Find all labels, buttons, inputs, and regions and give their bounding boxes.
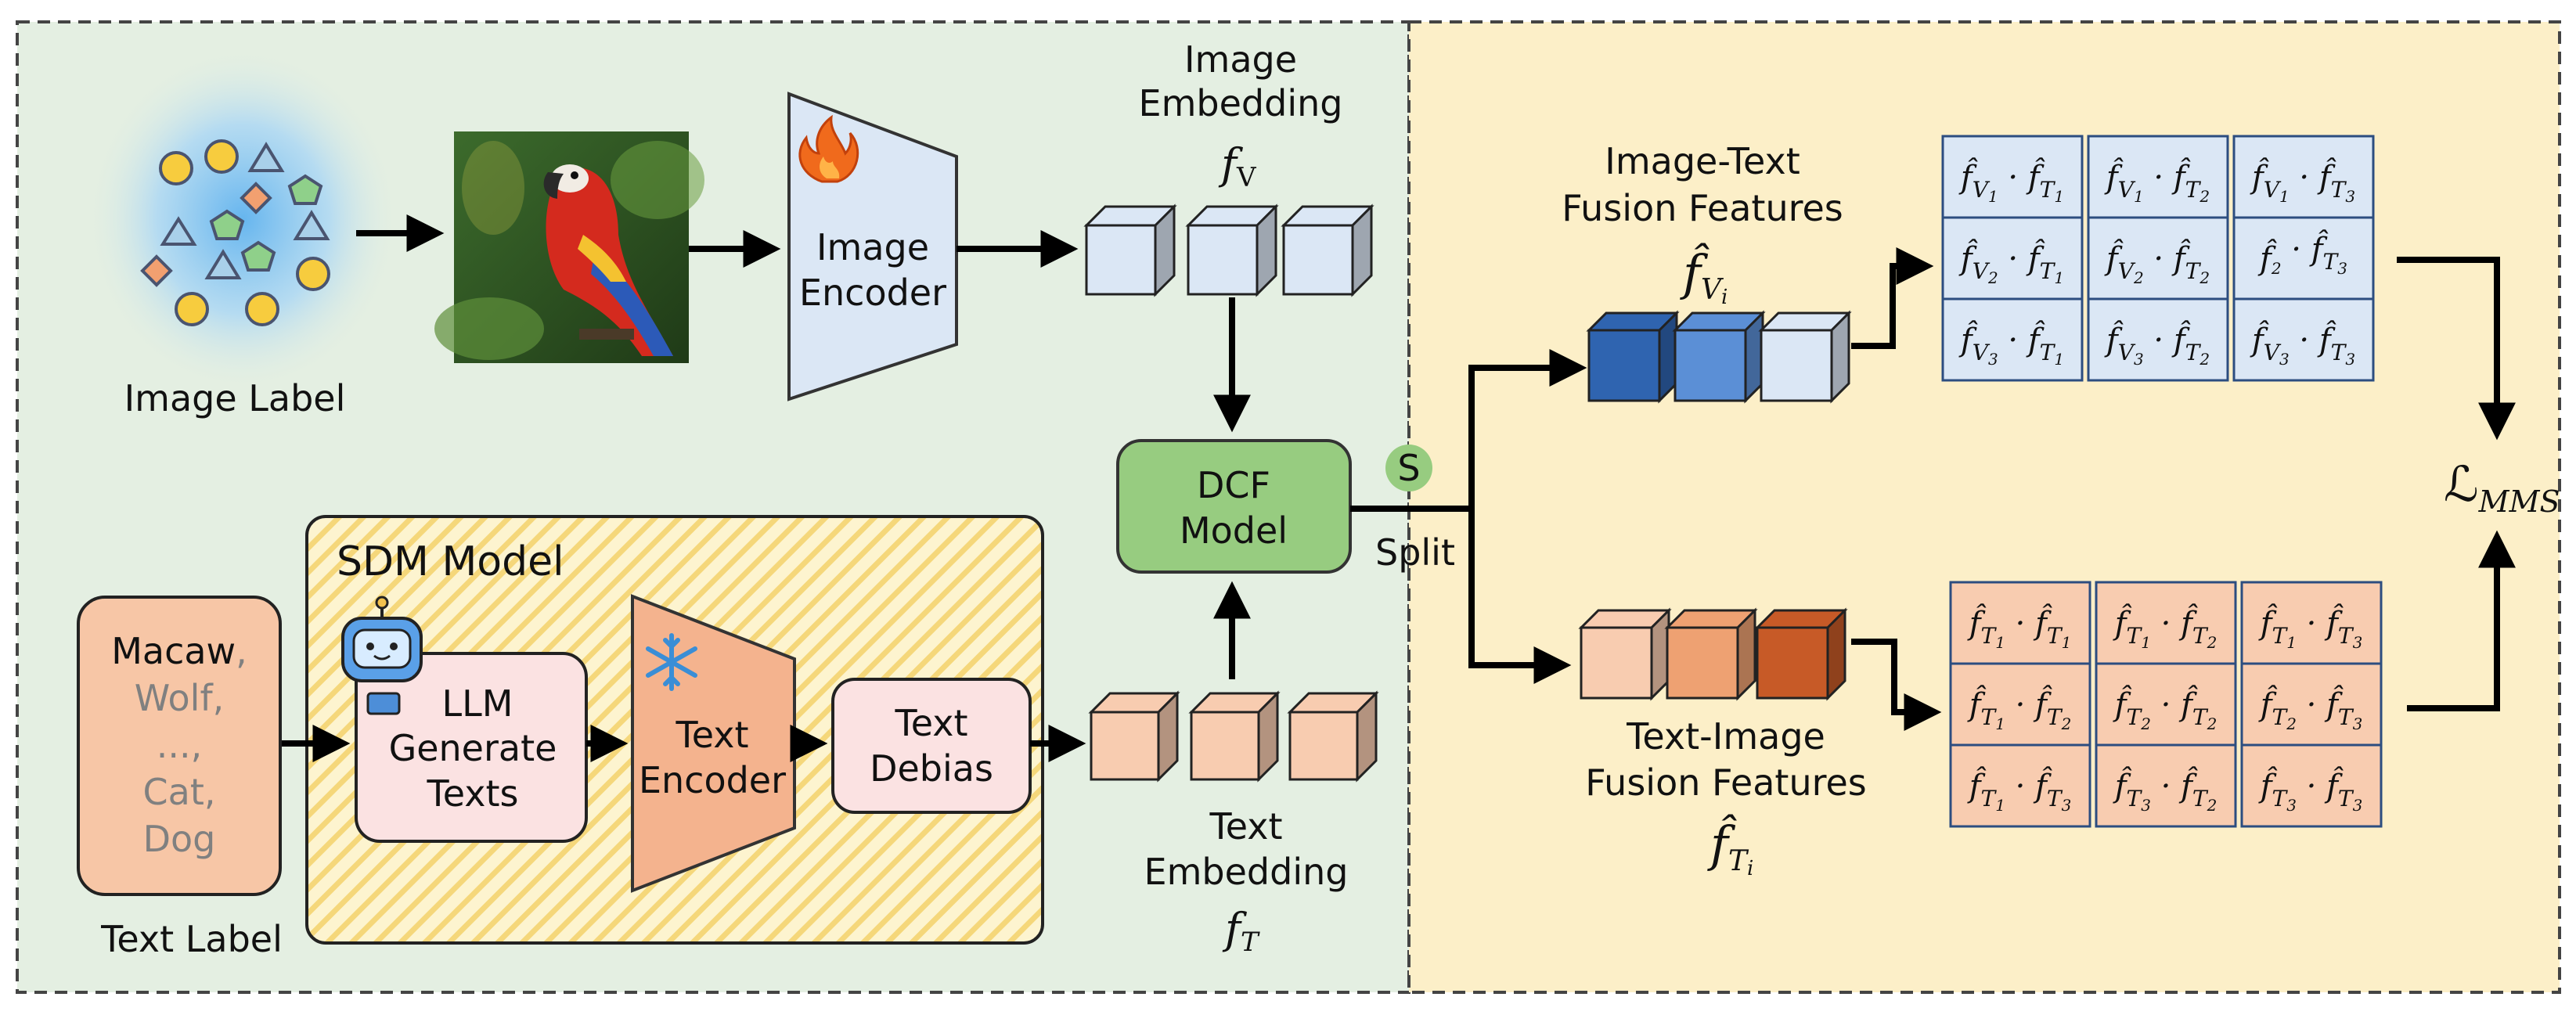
image-text-fusion-cubes [1586, 310, 1852, 404]
text-encoder-line1: Text [675, 714, 748, 756]
split-label: Split [1375, 531, 1455, 574]
image-text-fusion-cube [1586, 310, 1680, 404]
matrix-cell-label: f̂2 · f̂T3 [2257, 230, 2347, 278]
matrix-cell [1941, 216, 2084, 301]
matrix-cell [1941, 297, 2084, 382]
matrix-cell [2095, 581, 2237, 665]
matrix-cell-label: f̂T1 · f̂T2 [1967, 686, 2072, 733]
split-badge [1385, 445, 1432, 491]
sdm-title: SDM Model [337, 538, 564, 585]
robot-icon [341, 596, 423, 715]
matrix-cell-label: f̂V3 · f̂T3 [2250, 321, 2355, 369]
llm-line1: LLM [442, 682, 513, 725]
matrix-cell [2095, 662, 2237, 747]
matrix-cell-label: f̂V1 · f̂T2 [2104, 158, 2210, 206]
text-embedding-line1: Text [1209, 805, 1282, 848]
matrix-cell-label: f̂V3 · f̂T1 [1958, 321, 2064, 369]
matrix-cell [2087, 135, 2229, 219]
loss-symbol: ℒMMS [2444, 455, 2560, 519]
matrix-cell [2232, 216, 2375, 301]
it-fusion-line1: Image-Text [1605, 140, 1800, 182]
text-image-fusion-cube [1664, 607, 1758, 701]
image-encoder-line2: Encoder [799, 272, 946, 314]
text-debias-line2: Debias [870, 747, 993, 790]
matrix-cell [1941, 135, 2084, 219]
matrix-cell [1949, 743, 2091, 828]
matrix-cell-label: f̂V2 · f̂T2 [2104, 239, 2210, 287]
snowflake-icon [646, 633, 697, 691]
text-embedding-cube [1188, 690, 1281, 783]
matrix-cell-label: f̂V1 · f̂T1 [1958, 158, 2064, 206]
image-text-similarity-matrix: f̂V1 · f̂T1f̂V1 · f̂T2f̂V1 · f̂T3f̂V2 · … [1941, 135, 2375, 382]
text-embedding-cubes [1088, 690, 1379, 783]
image-embedding-line1: Image [1184, 38, 1297, 81]
ti-fusion-line1: Text-Image [1626, 715, 1825, 758]
text-label-box [77, 596, 282, 896]
arrow-ti-fusion-to-matrix [1851, 639, 1942, 731]
ti-fusion-line2: Fusion Features [1585, 761, 1867, 804]
llm-generate-box [355, 652, 588, 843]
it-fusion-symbol: f̂Vi [1680, 243, 1728, 309]
matrix-cell [2087, 297, 2229, 382]
matrix-cell [2232, 297, 2375, 382]
matrix-cell [2240, 662, 2383, 747]
image-text-fusion-cube [1758, 310, 1852, 404]
matrix-cell-label: f̂T3 · f̂T3 [2258, 767, 2363, 815]
class-name-dog: Dog [143, 818, 216, 860]
flow-arrows [282, 214, 2516, 762]
arrow-split-to-it-fusion [1350, 349, 1587, 512]
image-label-shapes [86, 47, 399, 391]
image-embedding-line2: Embedding [1139, 82, 1343, 124]
text-image-fusion-cube [1578, 607, 1672, 701]
text-label: Text Label [100, 918, 283, 960]
image-embedding-cubes [1083, 203, 1374, 297]
image-encoder-line1: Image [816, 226, 929, 268]
image-embedding-cube [1185, 203, 1279, 297]
matrix-cell-label: f̂T2 · f̂T2 [2113, 686, 2218, 733]
dcf-model-box [1116, 439, 1352, 574]
dcf-line1: DCF [1197, 464, 1270, 506]
llm-line3: Texts [427, 772, 519, 815]
matrix-cell [2240, 743, 2383, 828]
matrix-cell-label: f̂V2 · f̂T1 [1958, 239, 2064, 287]
text-image-fusion-cubes [1578, 607, 1848, 701]
text-embedding-line2: Embedding [1144, 851, 1349, 893]
arrow-it-fusion-to-matrix [1851, 247, 1934, 349]
class-name-wolf: Wolf, [135, 677, 225, 719]
text-embedding-cube [1088, 690, 1180, 783]
matrix-cell-label: f̂T1 · f̂T1 [1967, 604, 2072, 652]
matrix-cell [2095, 743, 2237, 828]
matrix-cell-label: f̂T1 · f̂T3 [2258, 604, 2363, 652]
macaw-photo [434, 131, 704, 363]
text-image-similarity-matrix: f̂T1 · f̂T1f̂T1 · f̂T2f̂T1 · f̂T3f̂T1 · … [1949, 581, 2383, 828]
matrix-cell [2087, 216, 2229, 301]
text-debias-box [831, 678, 1032, 814]
arrow-split-to-ti-fusion [1468, 509, 1572, 684]
image-embedding-cube [1083, 203, 1177, 297]
matrix-cell [1949, 662, 2091, 747]
matrix-cell-label: f̂T3 · f̂T2 [2113, 767, 2218, 815]
arrow-it-matrix-to-loss [2397, 257, 2516, 441]
text-embedding-cube [1287, 690, 1379, 783]
text-image-fusion-cube [1754, 607, 1848, 701]
arrow-ti-matrix-to-loss [2407, 530, 2516, 711]
image-text-fusion-cube [1672, 310, 1766, 404]
text-encoder-line2: Encoder [639, 759, 786, 801]
image-label: Image Label [124, 377, 346, 419]
image-embedding-cube [1281, 203, 1374, 297]
class-name-macaw: Macaw, [111, 630, 247, 672]
matrix-cell [1949, 581, 2091, 665]
llm-line2: Generate [389, 727, 557, 769]
class-name-cat: Cat, [143, 771, 216, 813]
it-fusion-line2: Fusion Features [1562, 187, 1843, 229]
matrix-cell [2240, 581, 2383, 665]
text-debias-line1: Text [894, 702, 967, 744]
fire-icon [798, 114, 859, 183]
matrix-cell-label: f̂T2 · f̂T3 [2258, 686, 2363, 733]
class-name-ellipsis: ..., [157, 724, 203, 766]
dcf-line2: Model [1180, 509, 1288, 552]
split-badge-letter: S [1397, 447, 1420, 489]
